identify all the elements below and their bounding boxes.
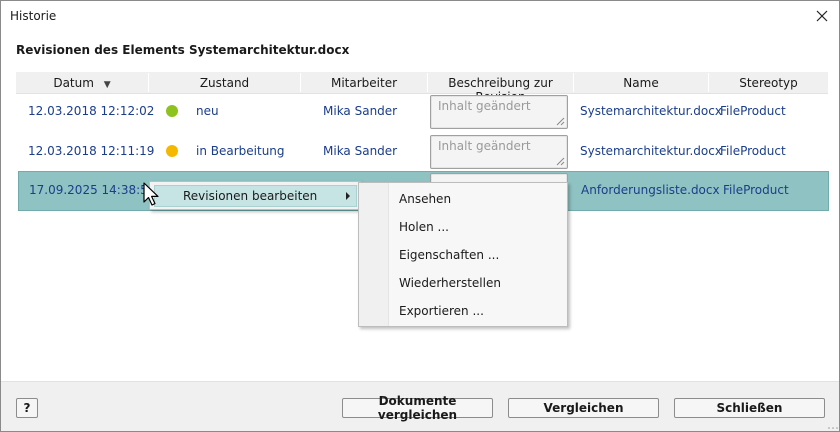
cell-name: Systemarchitektur.docx	[580, 104, 722, 118]
sort-down-icon: ▼	[103, 80, 111, 90]
description-field[interactable]: Inhalt geändert	[430, 135, 568, 169]
menu-item-eigenschaften[interactable]: Eigenschaften ...	[399, 248, 500, 262]
description-field[interactable]: Inhalt geändert	[430, 95, 568, 129]
cell-datum: 12.03.2018 12:12:02	[28, 104, 155, 118]
context-menu: Revisionen bearbeiten	[149, 181, 361, 210]
cell-datum: 17.09.2025 14:38:51	[29, 183, 156, 197]
column-header-stereotyp[interactable]: Stereotyp	[739, 76, 798, 90]
menu-item-ansehen[interactable]: Ansehen	[399, 192, 452, 206]
cell-zustand: in Bearbeitung	[196, 144, 285, 158]
help-button[interactable]: ?	[16, 398, 38, 418]
column-divider	[427, 73, 428, 92]
column-divider	[708, 73, 709, 92]
column-divider	[148, 73, 149, 92]
resize-grip-icon[interactable]	[556, 157, 565, 166]
cell-name: Systemarchitektur.docx	[580, 144, 722, 158]
description-text: Inhalt geändert	[438, 139, 531, 153]
menu-item-holen[interactable]: Holen ...	[399, 220, 449, 234]
cell-zustand: neu	[196, 104, 219, 118]
cell-datum: 12.03.2018 12:11:19	[28, 144, 155, 158]
submenu-arrow-icon	[346, 192, 350, 200]
column-header-name[interactable]: Name	[623, 76, 659, 90]
menu-item-revisionen-bearbeiten[interactable]: Revisionen bearbeiten	[154, 185, 357, 207]
column-header-mitarbeiter[interactable]: Mitarbeiter	[330, 76, 398, 90]
menu-icon-gutter	[359, 183, 389, 326]
status-dot-icon	[166, 145, 178, 157]
compare-documents-button[interactable]: Dokumente vergleichen	[342, 394, 493, 422]
table-header: Datum ▼ Zustand Mitarbeiter Beschreibung…	[16, 72, 828, 104]
mouse-cursor-icon	[143, 182, 159, 206]
status-dot-icon	[166, 105, 178, 117]
column-divider	[300, 73, 301, 92]
resize-grip-icon[interactable]	[827, 425, 839, 431]
title-bar: Historie	[1, 1, 839, 31]
menu-item-label: Revisionen bearbeiten	[183, 189, 318, 203]
cell-stereotyp: FileProduct	[720, 144, 786, 158]
close-icon[interactable]	[813, 7, 831, 25]
context-submenu: Ansehen Holen ... Eigenschaften ... Wied…	[358, 182, 568, 327]
column-header-datum[interactable]: Datum ▼	[53, 76, 111, 90]
column-header-zustand[interactable]: Zustand	[199, 76, 250, 90]
cell-name: Anforderungsliste.docx	[581, 183, 720, 197]
menu-item-wiederherstellen[interactable]: Wiederherstellen	[399, 276, 501, 290]
section-heading: Revisionen des Elements Systemarchitektu…	[16, 43, 350, 57]
column-divider	[573, 73, 574, 92]
window-title: Historie	[10, 9, 57, 23]
close-button[interactable]: Schließen	[674, 398, 825, 418]
compare-button[interactable]: Vergleichen	[508, 398, 659, 418]
table-row[interactable]: 12.03.2018 12:11:19 in Bearbeitung Mika …	[16, 133, 828, 171]
resize-grip-icon[interactable]	[556, 117, 565, 126]
cell-stereotyp: FileProduct	[720, 104, 786, 118]
menu-item-exportieren[interactable]: Exportieren ...	[399, 304, 484, 318]
cell-mitarbeiter: Mika Sander	[323, 144, 398, 158]
cell-mitarbeiter: Mika Sander	[323, 104, 398, 118]
dialog-footer: ? Dokumente vergleichen Vergleichen Schl…	[1, 381, 839, 431]
cell-stereotyp: FileProduct	[723, 183, 789, 197]
description-text: Inhalt geändert	[438, 99, 531, 113]
table-row[interactable]: 12.03.2018 12:12:02 neu Mika Sander Inha…	[16, 93, 828, 131]
